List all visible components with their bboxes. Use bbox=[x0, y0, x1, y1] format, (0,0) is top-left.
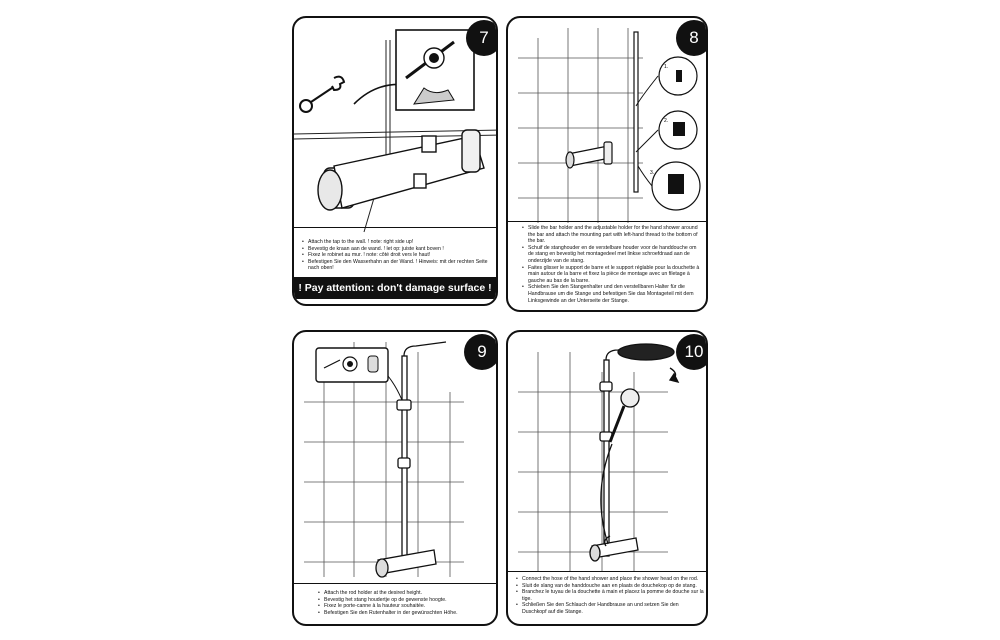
step-9-card: 9 Attach the rod holder at the desired h… bbox=[292, 330, 498, 626]
instruction-fr: Fixez le porte-canne à la hauteur souhai… bbox=[318, 603, 490, 610]
step-number: 9 bbox=[464, 334, 496, 370]
step-number: 7 bbox=[466, 20, 496, 56]
instruction-de: Befestigen Sie den Wasserhahn an der Wan… bbox=[302, 259, 488, 272]
tile-grid bbox=[304, 342, 464, 577]
step-7-illustration bbox=[294, 29, 496, 233]
shower-set-drawing bbox=[589, 343, 675, 562]
step-7-card: 7 Attach the tap to the wall. ! note: ri… bbox=[292, 16, 498, 306]
instruction-fr: Fixez le robinet au mur. ! note: côté dr… bbox=[302, 252, 488, 259]
callout-1: 1. bbox=[664, 64, 668, 70]
instruction-fr: Faites glisser le support de barre et le… bbox=[522, 265, 702, 285]
rotate-arrow-icon bbox=[668, 367, 680, 384]
instruction-nl: Schuif de stanghouder en de verstelbare … bbox=[522, 245, 702, 265]
instruction-de: Befestigen Sie den Rutenhalter in der ge… bbox=[318, 610, 490, 617]
detail-inset bbox=[395, 29, 475, 111]
step-divider bbox=[294, 227, 496, 228]
instruction-de: Schließen Sie den Schlauch der Handbraus… bbox=[516, 602, 704, 615]
step-10-instructions: Connect the hose of the hand shower and … bbox=[516, 576, 704, 616]
instruction-en: Attach the rod holder at the desired hei… bbox=[318, 590, 490, 597]
callout-2: 2. bbox=[664, 118, 668, 124]
shower-rod-drawing bbox=[375, 341, 447, 578]
step-8-illustration: 1. 2. 3. bbox=[518, 28, 701, 223]
step-9-instructions: Attach the rod holder at the desired hei… bbox=[318, 590, 490, 616]
step-number: 10 bbox=[676, 334, 706, 370]
instruction-nl: Sluit de slang van de handdouche aan en … bbox=[516, 583, 704, 590]
instruction-en: Attach the tap to the wall. ! note: righ… bbox=[302, 239, 488, 246]
instruction-en: Slide the bar holder and the adjustable … bbox=[522, 225, 702, 245]
step-8-card: 1. 2. 3. 8 Slide the bar holder and the … bbox=[506, 16, 708, 312]
step-10-card: 10 Connect the hose of the hand shower a… bbox=[506, 330, 708, 626]
instruction-nl: Bevestig het stang houdertje op de gewen… bbox=[318, 597, 490, 604]
tile-grid bbox=[518, 28, 643, 223]
instruction-fr: Branchez le tuyau de la douchette à main… bbox=[516, 589, 704, 602]
step-10-illustration bbox=[518, 343, 680, 572]
warning-banner: ! Pay attention: don't damage surface ! bbox=[294, 277, 496, 299]
tile-grid bbox=[518, 352, 668, 572]
instruction-en: Connect the hose of the hand shower and … bbox=[516, 576, 704, 583]
step-9-illustration bbox=[304, 341, 464, 578]
detail-inset bbox=[315, 347, 403, 401]
step-number: 8 bbox=[676, 20, 706, 56]
step-7-instructions: Attach the tap to the wall. ! note: righ… bbox=[302, 239, 488, 272]
callout-3: 3. bbox=[650, 170, 654, 176]
instruction-de: Schieben Sie den Stangenhalter und den v… bbox=[522, 284, 702, 304]
step-divider bbox=[294, 583, 496, 584]
connect-arrow-icon bbox=[603, 535, 611, 547]
step-divider bbox=[508, 571, 706, 572]
instruction-nl: Bevestig de kraan aan de wand. ! let op:… bbox=[302, 246, 488, 253]
step-8-instructions: Slide the bar holder and the adjustable … bbox=[522, 225, 702, 304]
thermostatic-tap-drawing bbox=[317, 129, 485, 211]
wrench-icon bbox=[299, 75, 346, 113]
step-divider bbox=[508, 221, 706, 222]
